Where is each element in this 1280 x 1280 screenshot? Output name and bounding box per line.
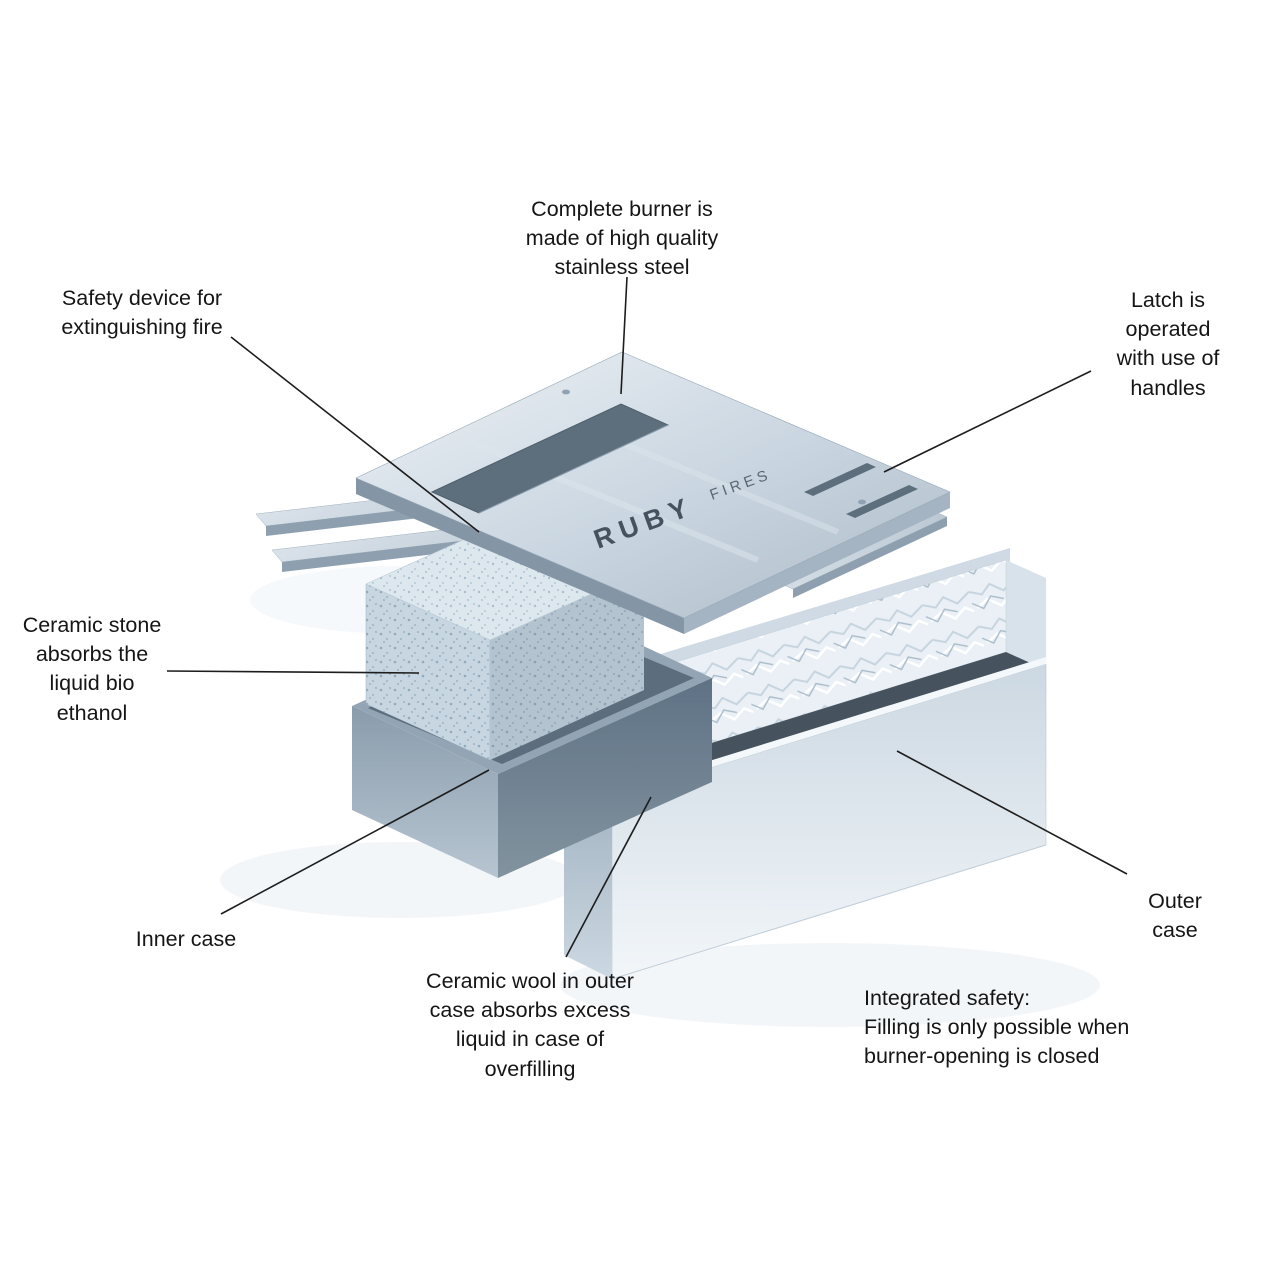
inner-case-right-face bbox=[498, 678, 712, 878]
leader-complete-burner bbox=[620, 276, 628, 395]
outer-case-rim-front bbox=[612, 657, 1046, 798]
lid-screw-2 bbox=[858, 499, 866, 505]
label-ceramic-wool: Ceramic wool in outer case absorbs exces… bbox=[426, 969, 634, 1081]
shadow-under-outer-case bbox=[560, 943, 1100, 1027]
inner-case-left-face bbox=[352, 706, 498, 878]
latch-slot-1 bbox=[804, 463, 876, 496]
latch-slot-2 bbox=[846, 485, 918, 518]
label-safety-device: Safety device for extinguishing fire bbox=[61, 286, 223, 340]
burner-lid: RUBY FIRES bbox=[355, 351, 951, 634]
lid-screw-1 bbox=[562, 389, 570, 395]
ceramic-stone-right-face bbox=[490, 570, 644, 760]
burner-opening-highlight bbox=[478, 424, 669, 514]
ceramic-stone-right-shade bbox=[490, 570, 644, 760]
leader-ceramic-stone bbox=[166, 670, 420, 674]
leader-lines bbox=[166, 276, 1128, 958]
label-complete-burner: Complete burner is made of high quality … bbox=[525, 197, 719, 280]
outer-case-right-return-wall bbox=[1006, 560, 1046, 672]
leader-inner-case bbox=[220, 769, 490, 915]
leader-ceramic-wool bbox=[565, 796, 652, 958]
label-inner-case: Inner case bbox=[135, 927, 237, 951]
outer-case-back-rim bbox=[588, 548, 1010, 692]
lid-edge-right bbox=[684, 492, 950, 634]
lid-top-face bbox=[355, 351, 951, 619]
label-outer-case: Outer case bbox=[1148, 889, 1202, 943]
leader-latch bbox=[883, 370, 1092, 473]
latch-plate-edge bbox=[793, 517, 947, 598]
label-integrated-safety: Integrated safety: Filling is only possi… bbox=[864, 986, 1130, 1069]
label-latch: Latch is operated with use of handles bbox=[1116, 288, 1220, 400]
leader-safety-device bbox=[230, 336, 480, 533]
outer-case-bottom-edge bbox=[611, 844, 1047, 980]
label-ceramic-stone: Ceramic stone absorbs the liquid bio eth… bbox=[22, 613, 162, 725]
leader-outer-case bbox=[896, 750, 1128, 875]
lid-edge-left bbox=[356, 478, 684, 634]
